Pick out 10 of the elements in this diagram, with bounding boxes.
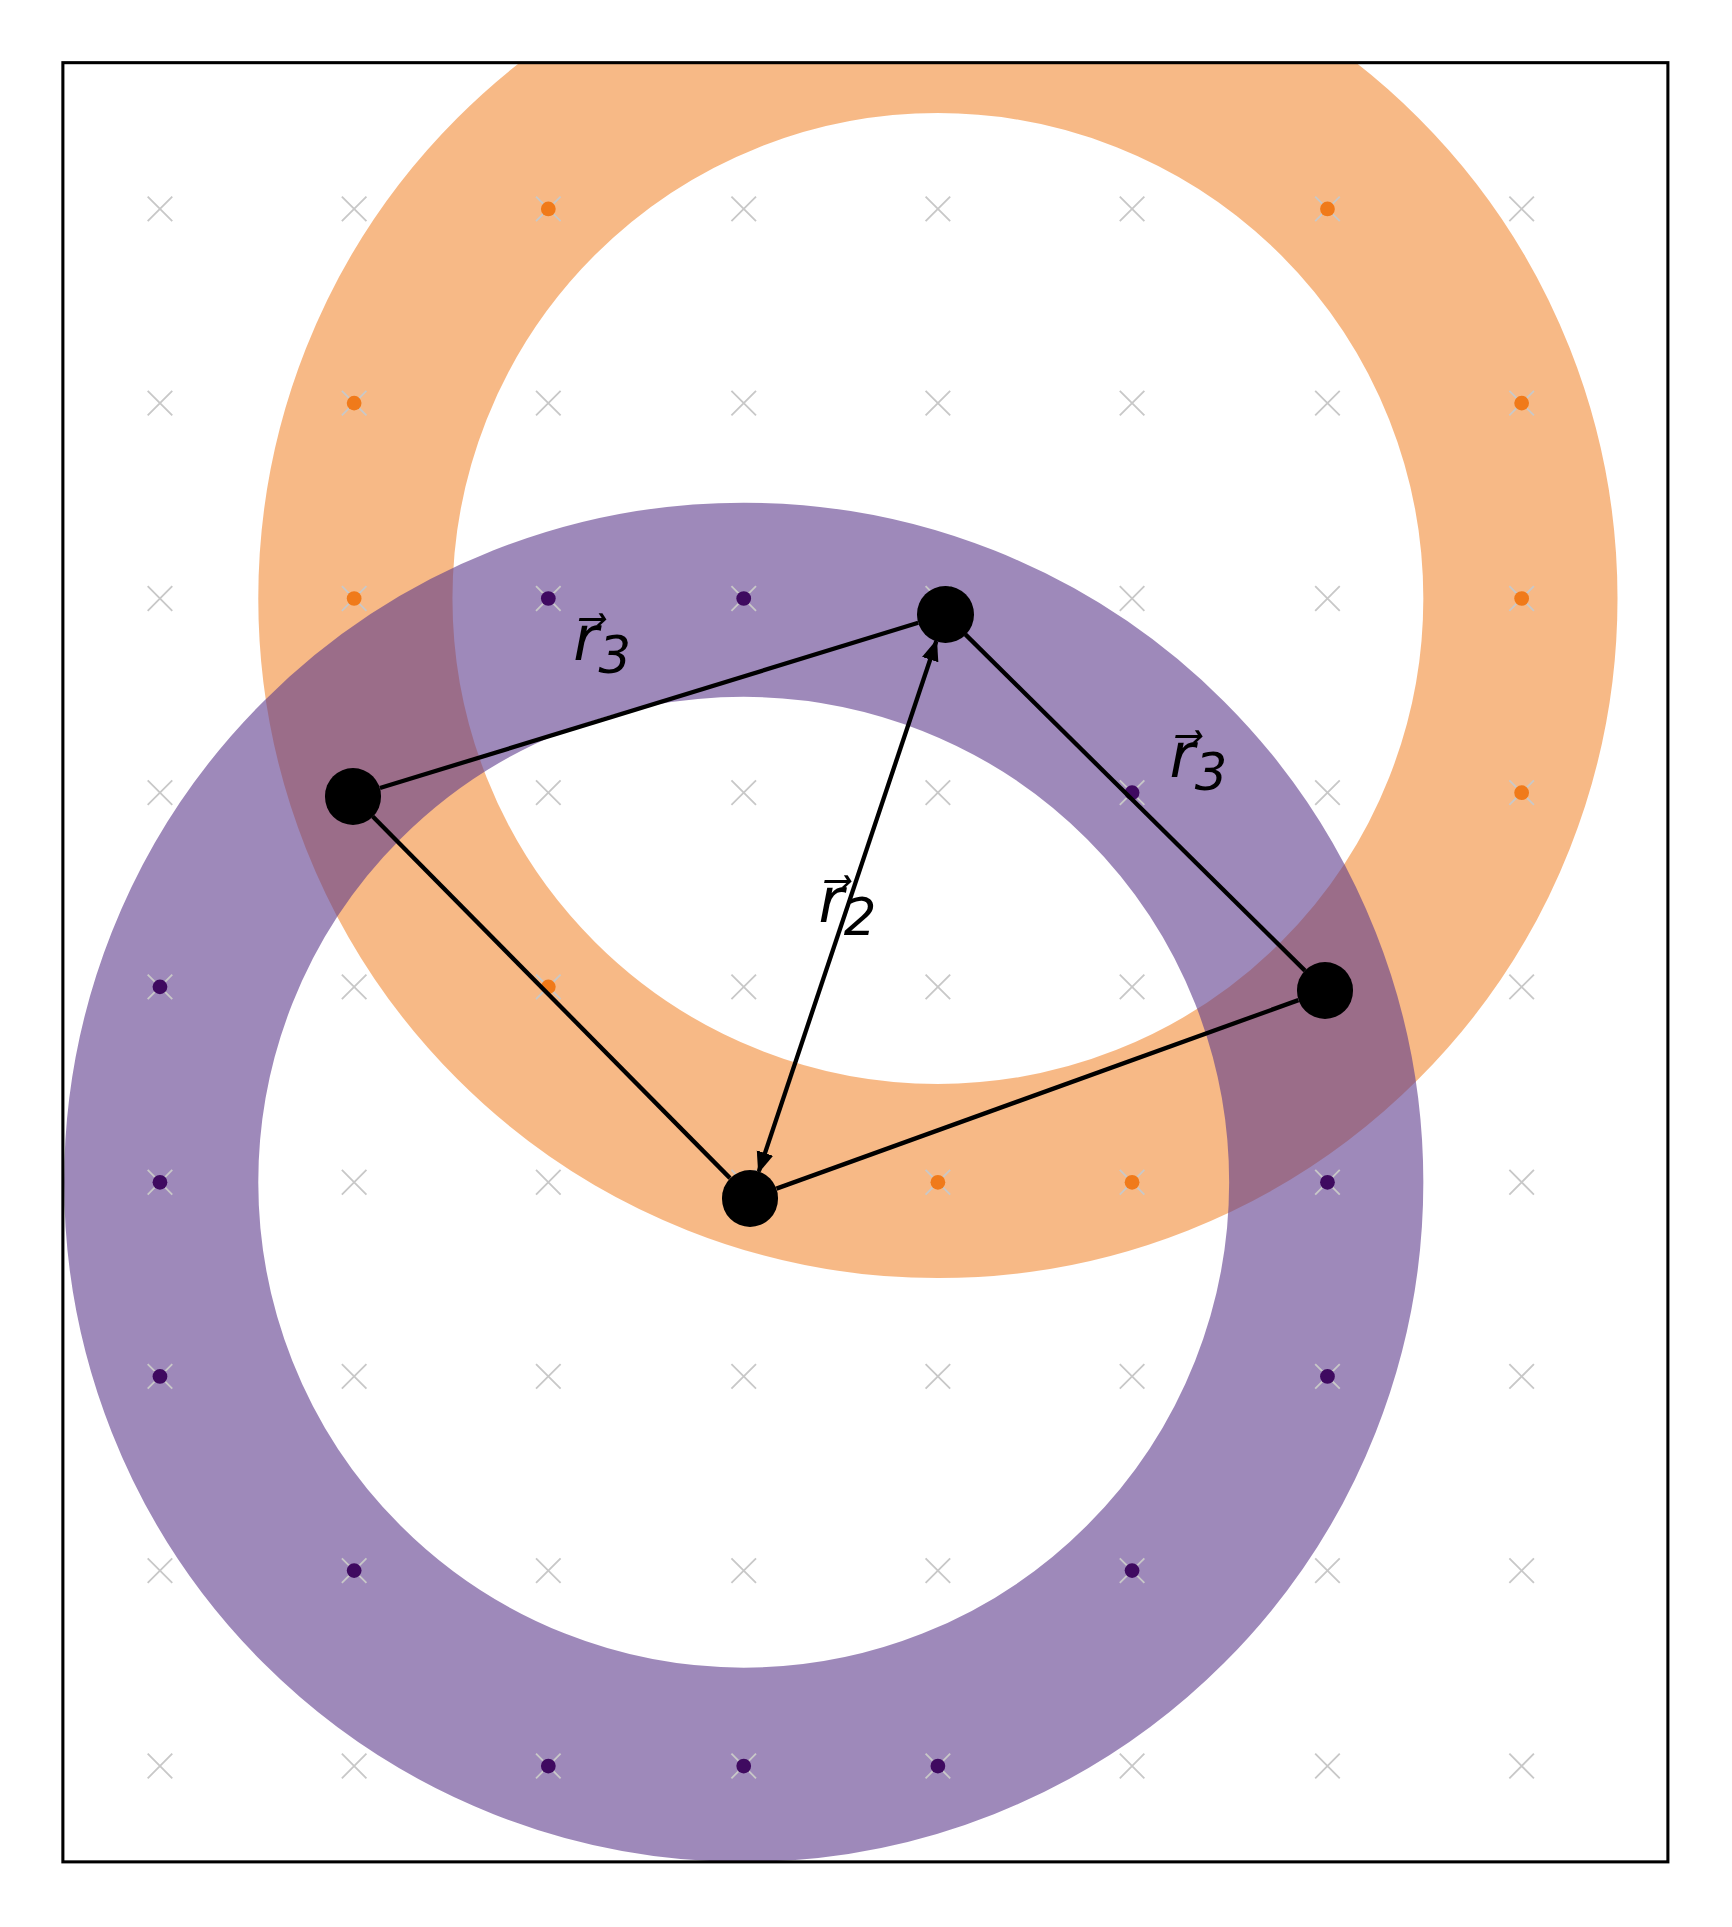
vector-label: r⃗$_{3}$ <box>1169 725 1228 799</box>
connector-line <box>371 814 732 1180</box>
vector-label: r⃗$_{2}$ <box>818 869 877 944</box>
connector-line <box>379 620 919 791</box>
point-dot <box>917 586 974 643</box>
point-dot <box>721 1170 779 1227</box>
vector-arrow <box>756 639 939 1174</box>
connector-line <box>963 632 1307 973</box>
vector-label: r⃗$_{3}$ <box>573 608 632 682</box>
connector-line <box>775 998 1300 1191</box>
